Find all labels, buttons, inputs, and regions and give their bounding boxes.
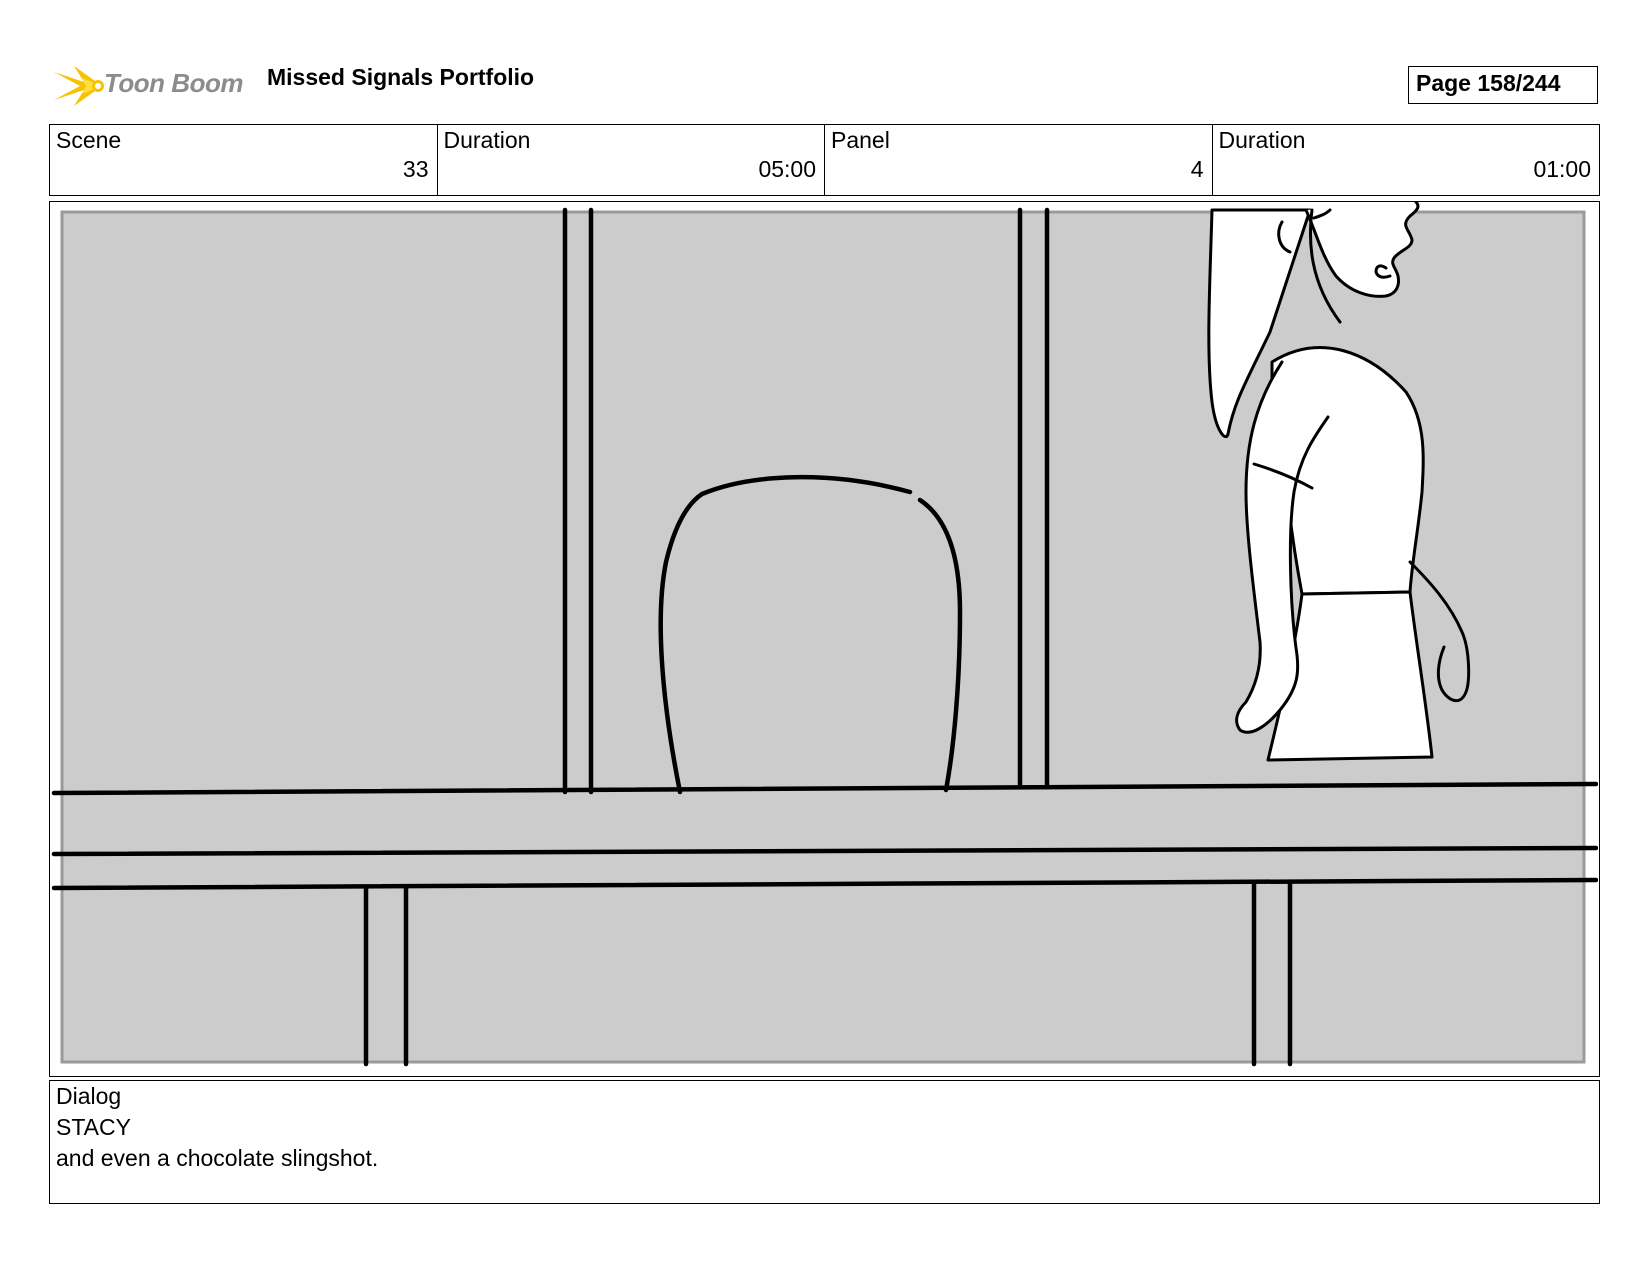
counter-legs xyxy=(363,879,1293,1067)
character-stacy xyxy=(1207,202,1471,762)
panel-cell: Panel 4 xyxy=(825,125,1213,195)
dialog-speaker: STACY xyxy=(56,1114,131,1140)
scene-duration-value: 05:00 xyxy=(758,156,816,182)
scene-value: 33 xyxy=(402,156,429,182)
starburst-icon xyxy=(54,66,104,106)
panel-value: 4 xyxy=(1190,156,1204,182)
page-indicator: Page 158/244 xyxy=(1408,66,1598,104)
storyboard-panel xyxy=(49,201,1600,1077)
scene-cell: Scene 33 xyxy=(50,125,438,195)
panel-duration-label: Duration xyxy=(1218,127,1306,153)
page-number: Page 158/244 xyxy=(1416,70,1561,96)
dialog-label: Dialog xyxy=(56,1083,122,1109)
document-title: Missed Signals Portfolio xyxy=(267,64,535,90)
scene-duration-label: Duration xyxy=(443,127,531,153)
panel-drawing xyxy=(51,202,1598,1067)
chair-back xyxy=(658,474,963,795)
scene-info-row: Scene 33 Duration 05:00 Panel 4 Duration… xyxy=(49,124,1600,196)
dialog-box: Dialog STACY and even a chocolate slings… xyxy=(49,1080,1600,1204)
toon-boom-logo: Toon Boom xyxy=(54,58,250,114)
scene-duration-cell: Duration 05:00 xyxy=(438,125,825,195)
panel-duration-cell: Duration 01:00 xyxy=(1213,125,1600,195)
logo-text: Toon Boom xyxy=(104,68,243,98)
dialog-line: and even a chocolate slingshot. xyxy=(56,1145,379,1171)
scene-label: Scene xyxy=(56,127,122,153)
counter-lines xyxy=(51,781,1598,891)
wall-posts xyxy=(562,207,1050,795)
panel-duration-value: 01:00 xyxy=(1533,156,1591,182)
panel-label: Panel xyxy=(831,127,890,153)
